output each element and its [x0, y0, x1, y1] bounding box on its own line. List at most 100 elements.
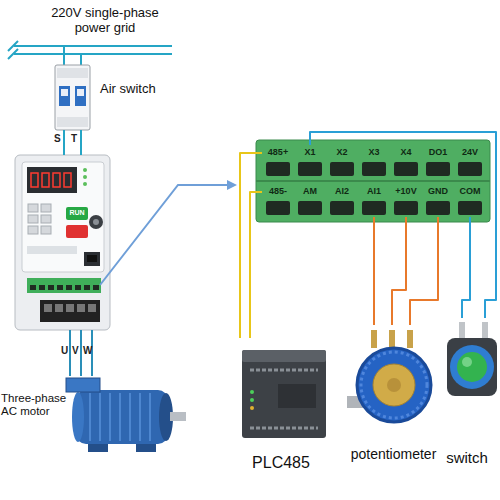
- terminal: X2: [326, 145, 358, 178]
- pointer-line: [100, 185, 230, 285]
- pointer-head: [227, 180, 237, 190]
- terminal: AI1: [358, 184, 390, 217]
- terminal: AM: [294, 184, 326, 217]
- breaker-terminal: [57, 68, 88, 78]
- air-switch: Air switch: [55, 65, 90, 130]
- screw: [75, 285, 81, 290]
- terminal-hole: [362, 162, 386, 176]
- terminal-hole: [298, 201, 322, 215]
- node-label: PLC485: [232, 454, 330, 472]
- block-divider: [256, 180, 490, 182]
- node-label: COM: [454, 186, 486, 196]
- node-label: AI2: [326, 186, 358, 196]
- terminal: COM: [454, 184, 486, 217]
- node-label: Air switch: [100, 82, 180, 97]
- node-label: AM: [294, 186, 326, 196]
- terminal-hole: [394, 162, 418, 176]
- feed-wire: [80, 54, 82, 66]
- switch-terminal: [459, 322, 465, 340]
- node-label: DO1: [422, 147, 454, 157]
- feed-wire: [63, 46, 65, 66]
- screw: [48, 285, 54, 290]
- plc-led: [250, 390, 254, 394]
- toggle-knob: [77, 89, 84, 96]
- digit: [31, 173, 38, 187]
- breaker-toggle: [59, 86, 70, 106]
- screw: [39, 285, 45, 290]
- pot-terminal: [407, 330, 413, 348]
- node-label: 485+: [262, 147, 294, 157]
- motor-fin: [119, 393, 121, 441]
- node-label: potentiometer: [340, 447, 447, 463]
- knob-cap: [93, 219, 99, 225]
- node-label: GND: [422, 186, 454, 196]
- terminal-hole: [458, 201, 482, 215]
- grid-end: [8, 49, 18, 59]
- key-button: [41, 204, 51, 212]
- plc-terminals: [250, 427, 318, 430]
- power-screw: [77, 304, 85, 312]
- power-screw: [66, 304, 74, 312]
- terminal: 485+: [262, 145, 294, 178]
- plc-led: [250, 398, 254, 402]
- display: [27, 167, 77, 193]
- rj45-hole: [87, 255, 97, 262]
- grid-line: [14, 53, 172, 55]
- stop-button: [66, 225, 88, 238]
- terminal-hole: [330, 162, 354, 176]
- toggle-knob: [61, 89, 68, 96]
- switch-ring: [450, 345, 494, 389]
- pot-terminal: [371, 330, 377, 348]
- motor-shaft: [170, 412, 186, 421]
- plc-top: [242, 350, 326, 362]
- node-label: RUN: [66, 209, 88, 217]
- terminal-hole: [458, 162, 482, 176]
- pot-center: [387, 378, 401, 392]
- motor-fin: [139, 393, 141, 441]
- switch-button: [457, 352, 487, 382]
- screw: [93, 285, 99, 290]
- motor: Three-phase AC motor: [68, 376, 186, 458]
- terminal: +10V: [390, 184, 422, 217]
- motor-fin: [129, 393, 131, 441]
- screw: [66, 285, 72, 290]
- wire-label: T: [71, 134, 77, 144]
- node-label: Three-phase AC motor: [1, 392, 67, 418]
- key-button: [28, 204, 38, 212]
- wire: [392, 217, 406, 325]
- wire: [250, 192, 262, 338]
- potentiometer-part: potentiometer: [345, 325, 442, 475]
- terminal-hole: [266, 201, 290, 215]
- terminal: DO1: [422, 145, 454, 178]
- wire: [80, 130, 82, 155]
- wire: [240, 153, 262, 338]
- wire-label: W: [83, 346, 92, 356]
- key-button: [28, 226, 38, 234]
- motor-end: [72, 392, 84, 442]
- key-button: [41, 226, 51, 234]
- node-label: +10V: [390, 186, 422, 196]
- wire: [63, 130, 65, 155]
- plc-terminals: [250, 369, 318, 372]
- key-button: [28, 215, 38, 223]
- node-label: X3: [358, 147, 390, 157]
- screw: [30, 285, 36, 290]
- plc-body: [242, 350, 326, 438]
- breaker-body: [55, 65, 90, 130]
- wire: [373, 217, 375, 325]
- terminal-hole: [266, 162, 290, 176]
- switch-base: [447, 338, 497, 396]
- wire-label: S: [54, 134, 61, 144]
- indicator-led: [83, 182, 87, 186]
- plc-unit: PLC485: [232, 338, 330, 482]
- rj45-port: [84, 252, 100, 266]
- digit: [53, 173, 60, 187]
- terminal: X4: [390, 145, 422, 178]
- terminal: X1: [294, 145, 326, 178]
- terminal-hole: [394, 201, 418, 215]
- motor-fin: [109, 393, 111, 441]
- screw: [57, 285, 63, 290]
- node-label: X1: [294, 147, 326, 157]
